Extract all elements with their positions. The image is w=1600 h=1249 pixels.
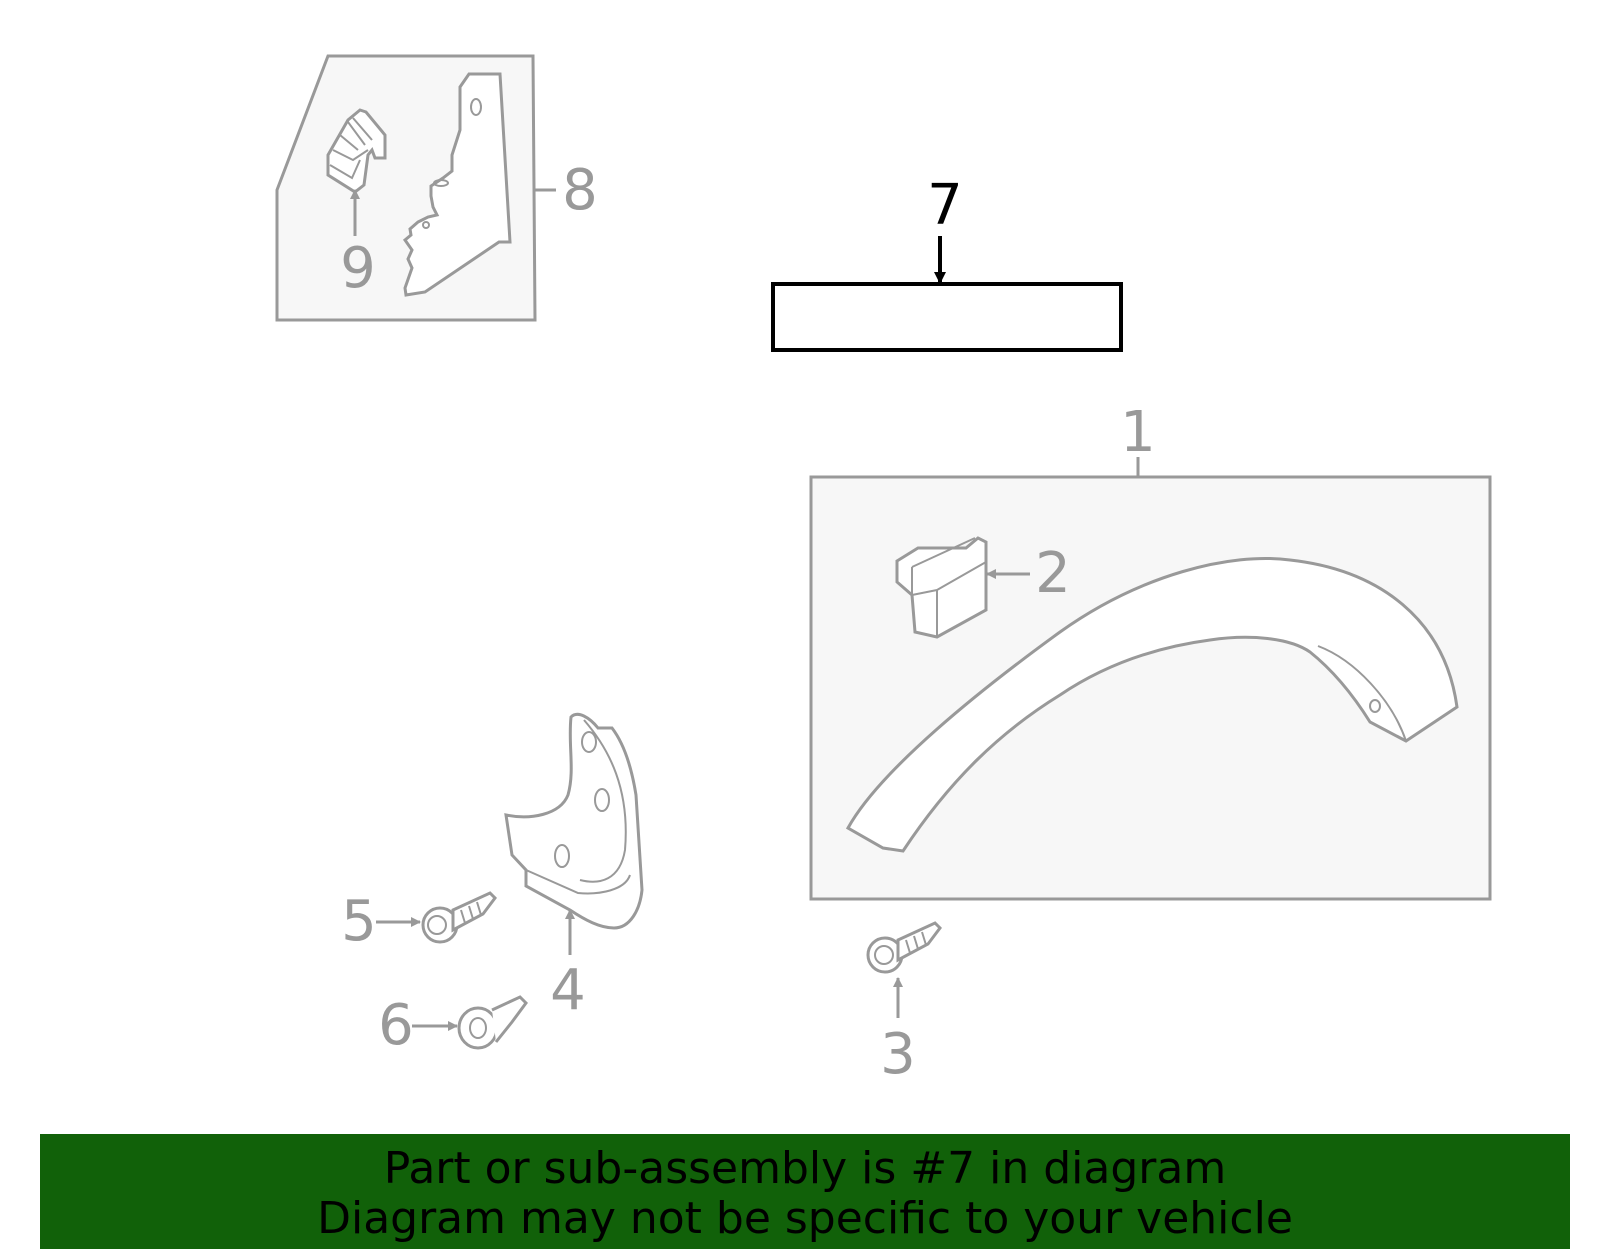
part-group-1[interactable] <box>809 457 1492 901</box>
callout-3[interactable]: 3 <box>880 1022 916 1087</box>
fender-flare-part <box>845 556 1459 853</box>
info-banner: Part or sub-assembly is #7 in diagram Di… <box>40 1134 1570 1249</box>
callout-2[interactable]: 2 <box>1035 541 1071 606</box>
screw-part-5[interactable] <box>376 891 497 944</box>
screw-part-3[interactable] <box>866 921 942 1018</box>
callout-5[interactable]: 5 <box>341 889 377 954</box>
callout-4[interactable]: 4 <box>550 958 586 1023</box>
clip-part-6[interactable] <box>412 995 528 1050</box>
callout-8[interactable]: 8 <box>562 158 598 223</box>
part-group-8[interactable] <box>275 54 556 322</box>
part-7-outline <box>771 282 1123 352</box>
part-7[interactable] <box>771 236 1123 352</box>
callout-7[interactable]: 7 <box>927 173 963 238</box>
bracket-part <box>402 72 512 297</box>
callout-9[interactable]: 9 <box>340 236 376 301</box>
callout-6[interactable]: 6 <box>378 993 414 1058</box>
callout-1[interactable]: 1 <box>1120 400 1156 465</box>
banner-line-disclaimer: Diagram may not be specific to your vehi… <box>317 1193 1293 1244</box>
mud-flap-part-4[interactable] <box>504 712 644 955</box>
clip-part-2 <box>895 536 988 639</box>
banner-line-part-number: Part or sub-assembly is #7 in diagram <box>383 1143 1227 1194</box>
